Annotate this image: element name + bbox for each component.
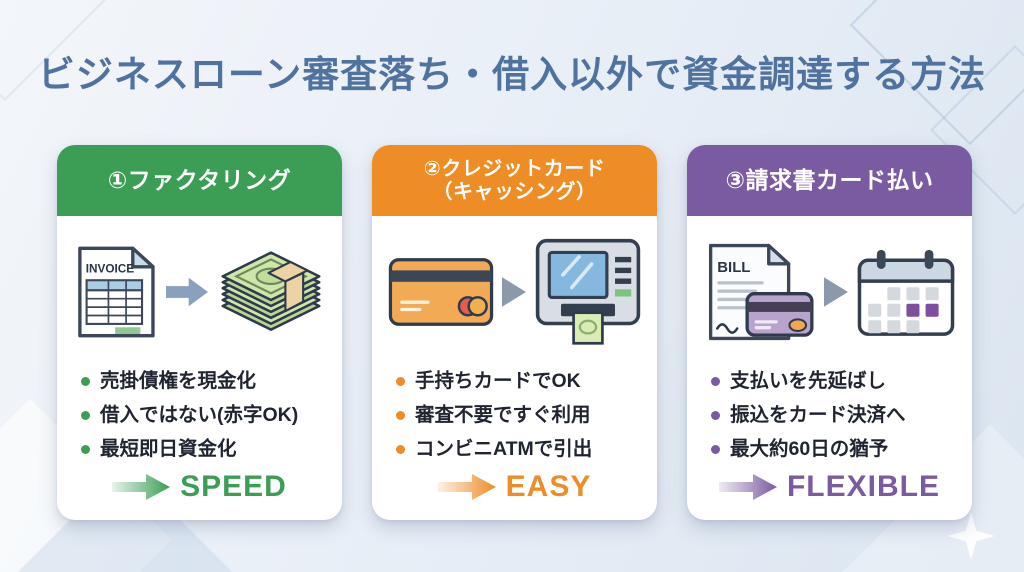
triangle-arrow-icon bbox=[501, 277, 526, 307]
cash-stack-icon bbox=[221, 251, 320, 331]
card-factoring-header: ①ファクタリング bbox=[57, 145, 342, 216]
bullet-text: 審査不要ですぐ利用 bbox=[415, 404, 591, 426]
bullet-item: 手持ちカードでOK bbox=[396, 364, 657, 398]
keyword-arrow-icon bbox=[112, 474, 171, 500]
credit-card-icon bbox=[388, 258, 493, 326]
card-cashing-header: ②クレジットカード （キャッシング） bbox=[372, 145, 657, 216]
bullet-item: コンビニATMで引出 bbox=[396, 432, 657, 466]
card-cashing-header-line1: ②クレジットカード bbox=[423, 158, 606, 181]
right-arrow-icon bbox=[165, 277, 208, 307]
bullet-dot bbox=[711, 444, 720, 454]
bullet-item: 売掛債権を現金化 bbox=[81, 364, 342, 398]
card-factoring-bullets: 売掛債権を現金化 借入ではない(赤字OK) 最短即日資金化 bbox=[57, 362, 342, 466]
bullet-item: 借入ではない(赤字OK) bbox=[81, 398, 342, 432]
atm-icon bbox=[535, 238, 640, 345]
bullet-dot bbox=[711, 376, 720, 386]
card-credit-card-cashing: ②クレジットカード （キャッシング） 手持ちカー bbox=[372, 145, 657, 520]
bullet-dot bbox=[81, 410, 90, 420]
bullet-text: 借入ではない(赤字OK) bbox=[100, 404, 299, 426]
card-factoring: ①ファクタリング INVOICE bbox=[57, 145, 342, 520]
bullet-dot bbox=[396, 410, 405, 420]
card-factoring-header-label: ①ファクタリング bbox=[107, 166, 292, 193]
bullet-item: 振込をカード決済へ bbox=[711, 398, 972, 432]
calendar-icon bbox=[857, 249, 954, 336]
card-invoice-card-payment: ③請求書カード払い BILL bbox=[687, 145, 972, 520]
bill-document-icon: BILL bbox=[708, 243, 814, 341]
invoice-label: INVOICE bbox=[85, 263, 133, 276]
bullet-text: 最大約60日の猶予 bbox=[730, 438, 889, 460]
bullet-dot bbox=[81, 444, 90, 454]
page-title: ビジネスローン審査落ち・借入以外で資金調達する方法 bbox=[37, 54, 987, 95]
bullet-item: 最短即日資金化 bbox=[81, 432, 342, 466]
invoice-document-icon: INVOICE bbox=[77, 246, 155, 338]
card-cashing-keyword-row: EASY bbox=[372, 470, 657, 504]
card-invoice-payment-bullets: 支払いを先延ばし 振込をカード決済へ 最大約60日の猶予 bbox=[687, 362, 972, 466]
bullet-item: 最大約60日の猶予 bbox=[711, 432, 972, 466]
bullet-text: 支払いを先延ばし bbox=[730, 370, 887, 392]
card-invoice-payment-header-label: ③請求書カード払い bbox=[725, 166, 934, 193]
keyword-label: EASY bbox=[505, 470, 592, 503]
keyword-arrow-icon bbox=[718, 474, 777, 500]
bullet-text: 振込をカード決済へ bbox=[730, 404, 906, 426]
bullet-text: コンビニATMで引出 bbox=[415, 438, 593, 460]
card-factoring-illustration: INVOICE bbox=[57, 216, 342, 362]
card-invoice-payment-illustration: BILL bbox=[687, 216, 972, 362]
card-factoring-keyword-row: SPEED bbox=[57, 470, 342, 504]
keyword-label: SPEED bbox=[180, 470, 287, 503]
bullet-dot bbox=[81, 376, 90, 386]
card-invoice-payment-keyword-row: FLEXIBLE bbox=[687, 470, 972, 504]
bullet-text: 売掛債権を現金化 bbox=[100, 370, 257, 392]
bullet-item: 審査不要ですぐ利用 bbox=[396, 398, 657, 432]
keyword-label: FLEXIBLE bbox=[786, 470, 940, 503]
bullet-text: 手持ちカードでOK bbox=[415, 370, 581, 392]
bullet-dot bbox=[711, 410, 720, 420]
bullet-text: 最短即日資金化 bbox=[100, 438, 237, 460]
keyword-arrow-icon bbox=[437, 474, 496, 500]
bullet-dot bbox=[396, 376, 405, 386]
card-cashing-bullets: 手持ちカードでOK 審査不要ですぐ利用 コンビニATMで引出 bbox=[372, 362, 657, 466]
bill-label: BILL bbox=[717, 259, 750, 276]
bullet-item: 支払いを先延ばし bbox=[711, 364, 972, 398]
card-invoice-payment-header: ③請求書カード払い bbox=[687, 145, 972, 216]
bullet-dot bbox=[396, 444, 405, 454]
triangle-arrow-icon bbox=[823, 277, 848, 307]
card-cashing-illustration bbox=[372, 216, 657, 362]
card-cashing-header-line2: （キャッシング） bbox=[432, 180, 597, 203]
